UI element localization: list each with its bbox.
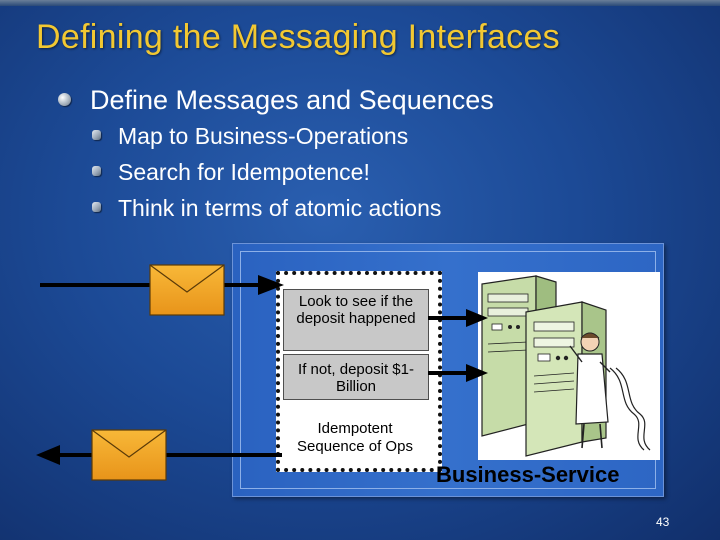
envelope-icon — [91, 429, 167, 481]
idempotent-sequence-label: Idempotent Sequence of Ops — [297, 420, 413, 455]
business-service-label: Business-Service — [436, 462, 620, 487]
operation-label: Look to see if the deposit happened — [296, 293, 416, 327]
slide-title: Defining the Messaging Interfaces — [36, 18, 560, 56]
operation-arrow — [428, 364, 488, 382]
page-number: 43 — [656, 515, 670, 529]
operation-check-deposit: Look to see if the deposit happened — [283, 289, 429, 351]
square-bullet-icon — [92, 166, 101, 176]
main-bullet-text: Define Messages and Sequences — [90, 85, 494, 115]
envelope-icon — [149, 264, 225, 316]
round-bullet-icon — [58, 93, 71, 106]
square-bullet-icon — [92, 202, 101, 212]
sub-bullet-text: Think in terms of atomic actions — [118, 195, 442, 221]
square-bullet-icon — [92, 130, 101, 140]
sub-bullet-text: Search for Idempotence! — [118, 159, 370, 185]
operation-arrow — [428, 309, 488, 327]
sub-bullet-text: Map to Business-Operations — [118, 123, 409, 149]
operation-deposit: If not, deposit $1-Billion — [283, 354, 429, 400]
top-border — [0, 0, 720, 6]
operation-label: If not, deposit $1-Billion — [298, 361, 414, 395]
server-technician-illustration — [478, 272, 660, 460]
